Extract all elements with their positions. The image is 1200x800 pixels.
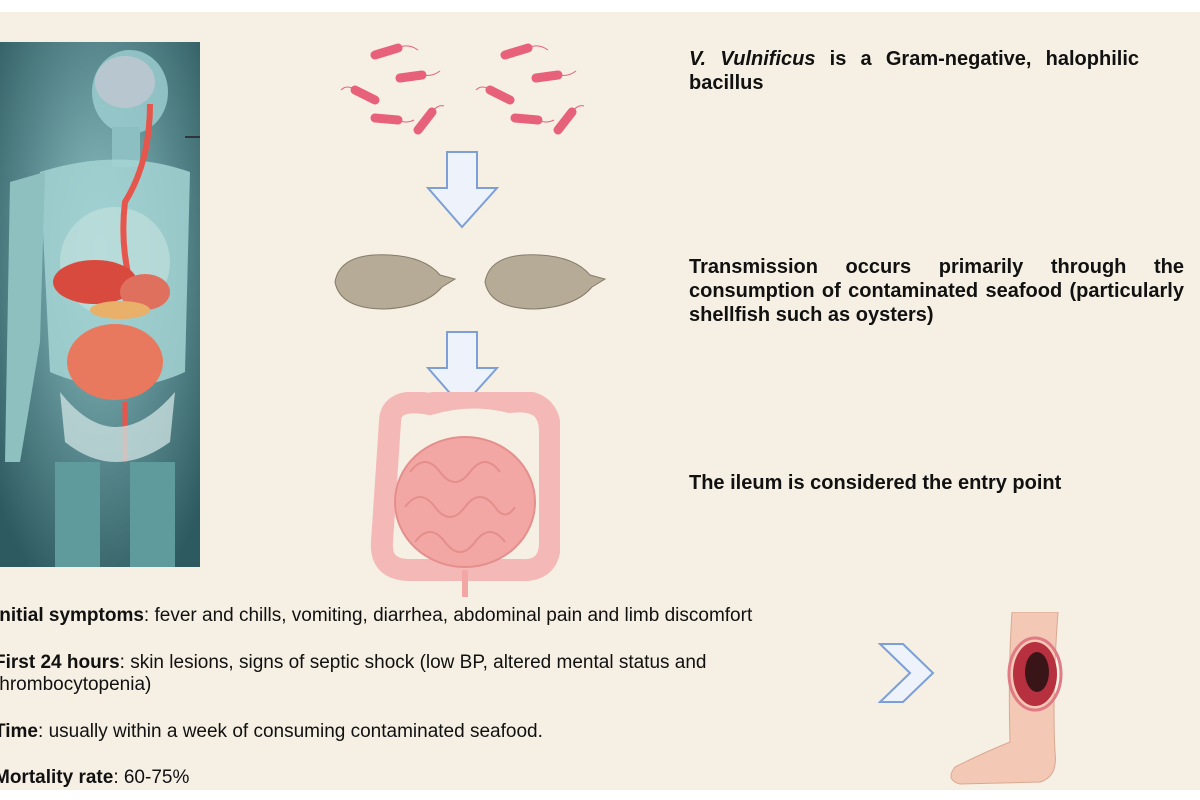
clinical-label: Mortality rate [0, 767, 114, 788]
clinical-text: : skin lesions, signs of septic shock (l… [0, 652, 707, 695]
clinical-label: Initial symptoms [0, 605, 144, 626]
clinical-item-initial-symptoms: Initial symptoms: fever and chills, vomi… [0, 605, 914, 627]
bacillus-description: V. Vulnificus is a Gram-negative, haloph… [689, 47, 1139, 95]
intestine-illustration [370, 392, 560, 597]
clinical-label: Time [0, 721, 39, 742]
clinical-text: : fever and chills, vomiting, diarrhea, … [143, 605, 753, 626]
leg-lesion-illustration [950, 612, 1063, 785]
entry-point-description: The ileum is considered the entry point [689, 472, 1062, 494]
clinical-label: First 24 hours [0, 652, 120, 673]
transmission-description: Transmission occurs primarily through th… [689, 256, 1184, 326]
clinical-item-time: Time: usually within a week of consuming… [0, 721, 894, 743]
chevron-right-icon [878, 643, 935, 703]
clinical-text: : 60-75% [113, 767, 190, 788]
bacteria-illustration [340, 43, 585, 135]
infographic-canvas: V. Vulnificus is a Gram-negative, haloph… [0, 12, 1200, 790]
clinical-item-first-24-hours: First 24 hours: skin lesions, signs of s… [0, 652, 844, 696]
bacillus-description-text: is a Gram-negative, halophilic bacillus [689, 48, 1139, 94]
oysters-illustration [334, 254, 607, 310]
human-anatomy-image [0, 42, 200, 567]
species-name: V. Vulnificus [689, 48, 816, 70]
down-arrow-icon [425, 331, 500, 409]
down-arrow-icon [425, 151, 500, 229]
clinical-item-mortality-rate: Mortality rate: 60-75% [0, 767, 894, 789]
clinical-text: : usually within a week of consuming con… [38, 721, 543, 742]
